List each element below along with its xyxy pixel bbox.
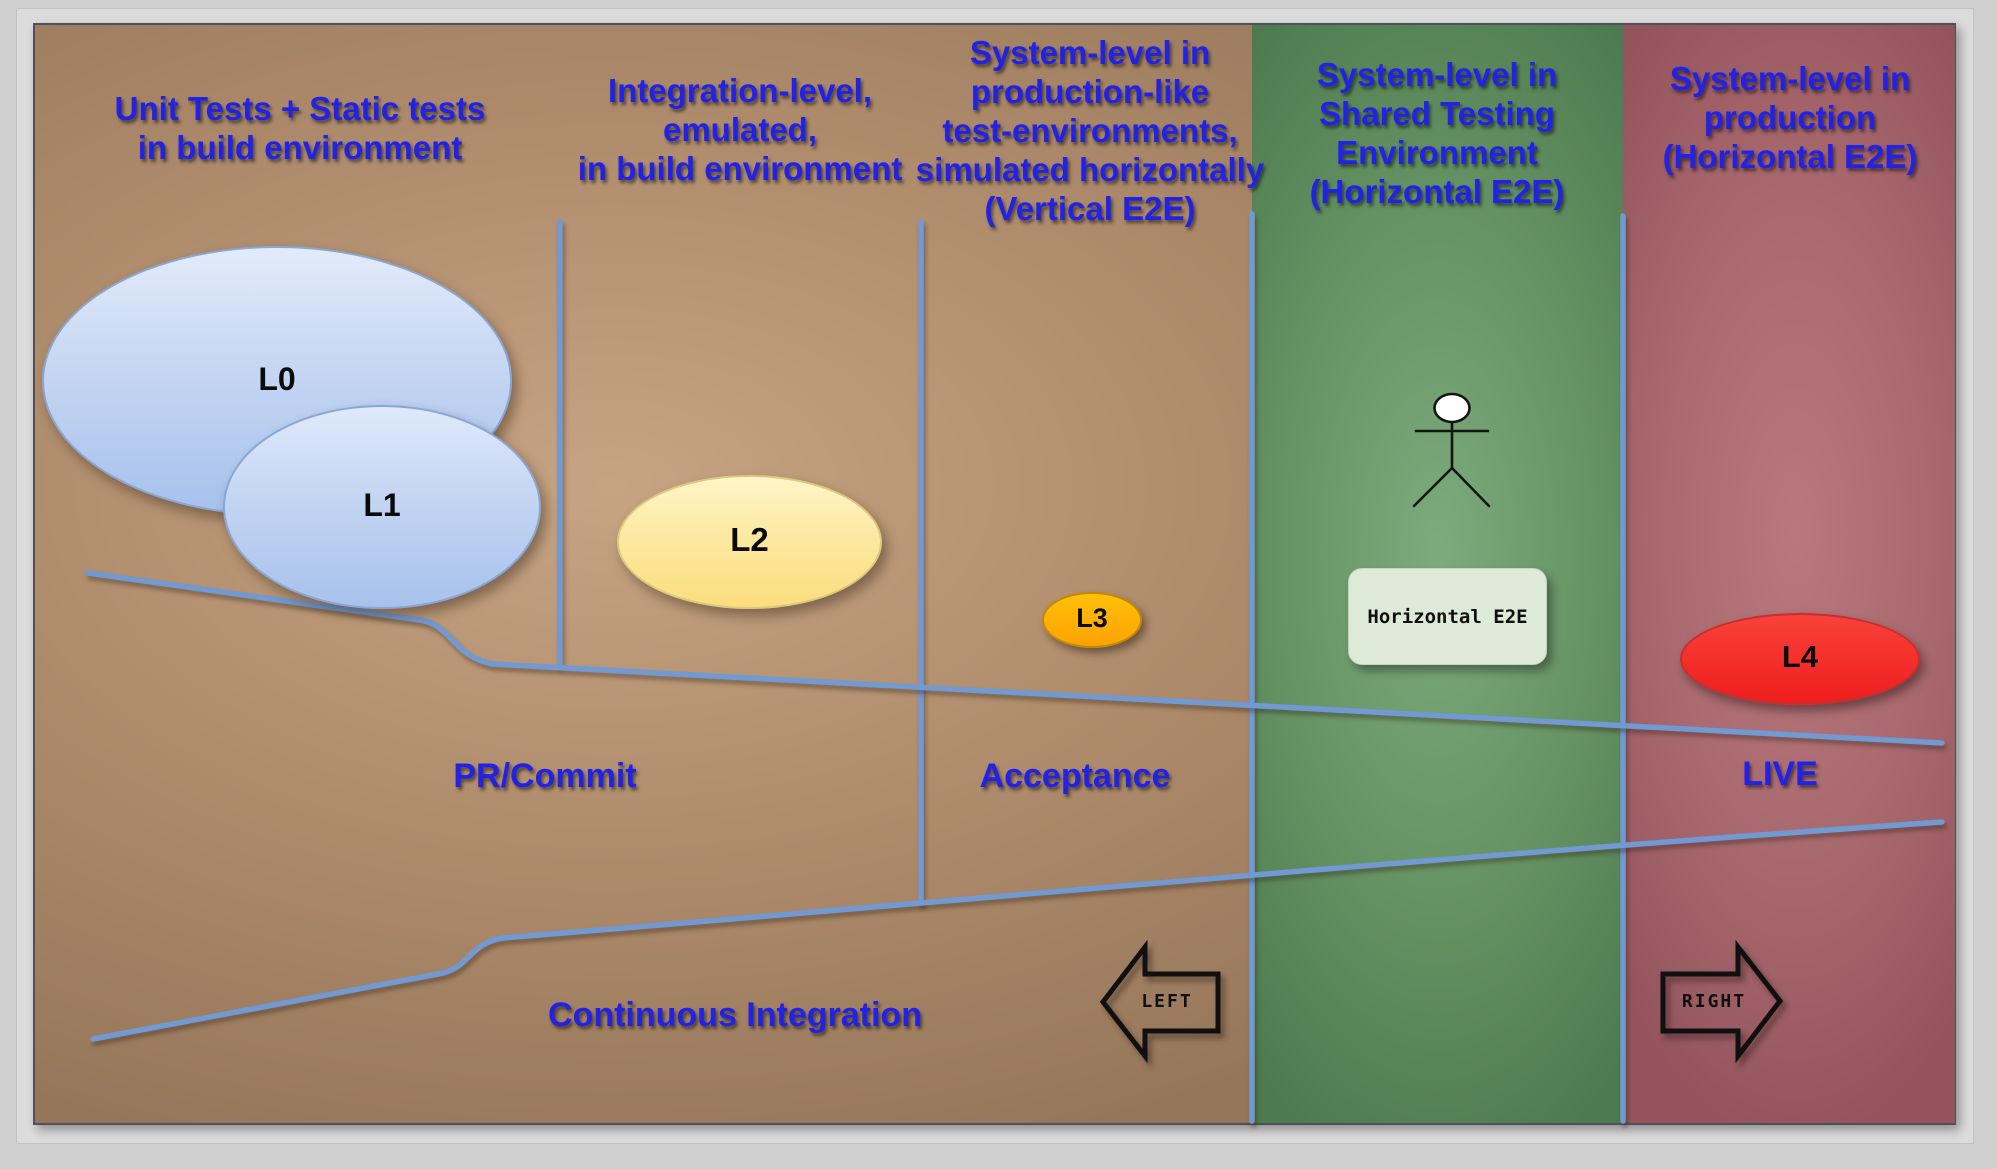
stage-label-pr-commit: PR/Commit <box>453 757 637 795</box>
column-header-unit-tests: Unit Tests + Static tests in build envir… <box>114 90 486 166</box>
ellipse-l2: L2 <box>617 475 882 609</box>
column-header-system-vertical-e2e: System-level in production-like test-env… <box>915 34 1265 227</box>
horizontal-e2e-box: Horizontal E2E <box>1348 568 1547 665</box>
ellipse-l3: L3 <box>1042 592 1142 648</box>
ellipse-l4-label: L4 <box>1781 639 1819 674</box>
column-header-integration-level: Integration-level, emulated, in build en… <box>577 72 903 187</box>
production-environment-panel <box>1623 25 1955 1123</box>
stage-label-acceptance: Acceptance <box>979 757 1171 795</box>
ellipse-l0-label: L0 <box>258 360 296 397</box>
ellipse-l1-label: L1 <box>363 486 401 523</box>
right-arrow-label: RIGHT <box>1681 991 1747 1012</box>
ellipse-l4: L4 <box>1680 613 1920 705</box>
ellipse-l2-label: L2 <box>730 521 769 558</box>
column-header-production: System-level in production (Horizontal E… <box>1662 60 1918 175</box>
ellipse-l3-label: L3 <box>1076 602 1108 633</box>
stage-label-live: LIVE <box>1742 755 1818 793</box>
left-arrow-label: LEFT <box>1141 991 1193 1012</box>
stage-label-continuous-integration: Continuous Integration <box>548 996 922 1034</box>
column-header-shared-testing: System-level in Shared Testing Environme… <box>1309 56 1565 210</box>
ellipse-l1: L1 <box>223 405 541 609</box>
horizontal-e2e-box-label: Horizontal E2E <box>1367 605 1528 628</box>
